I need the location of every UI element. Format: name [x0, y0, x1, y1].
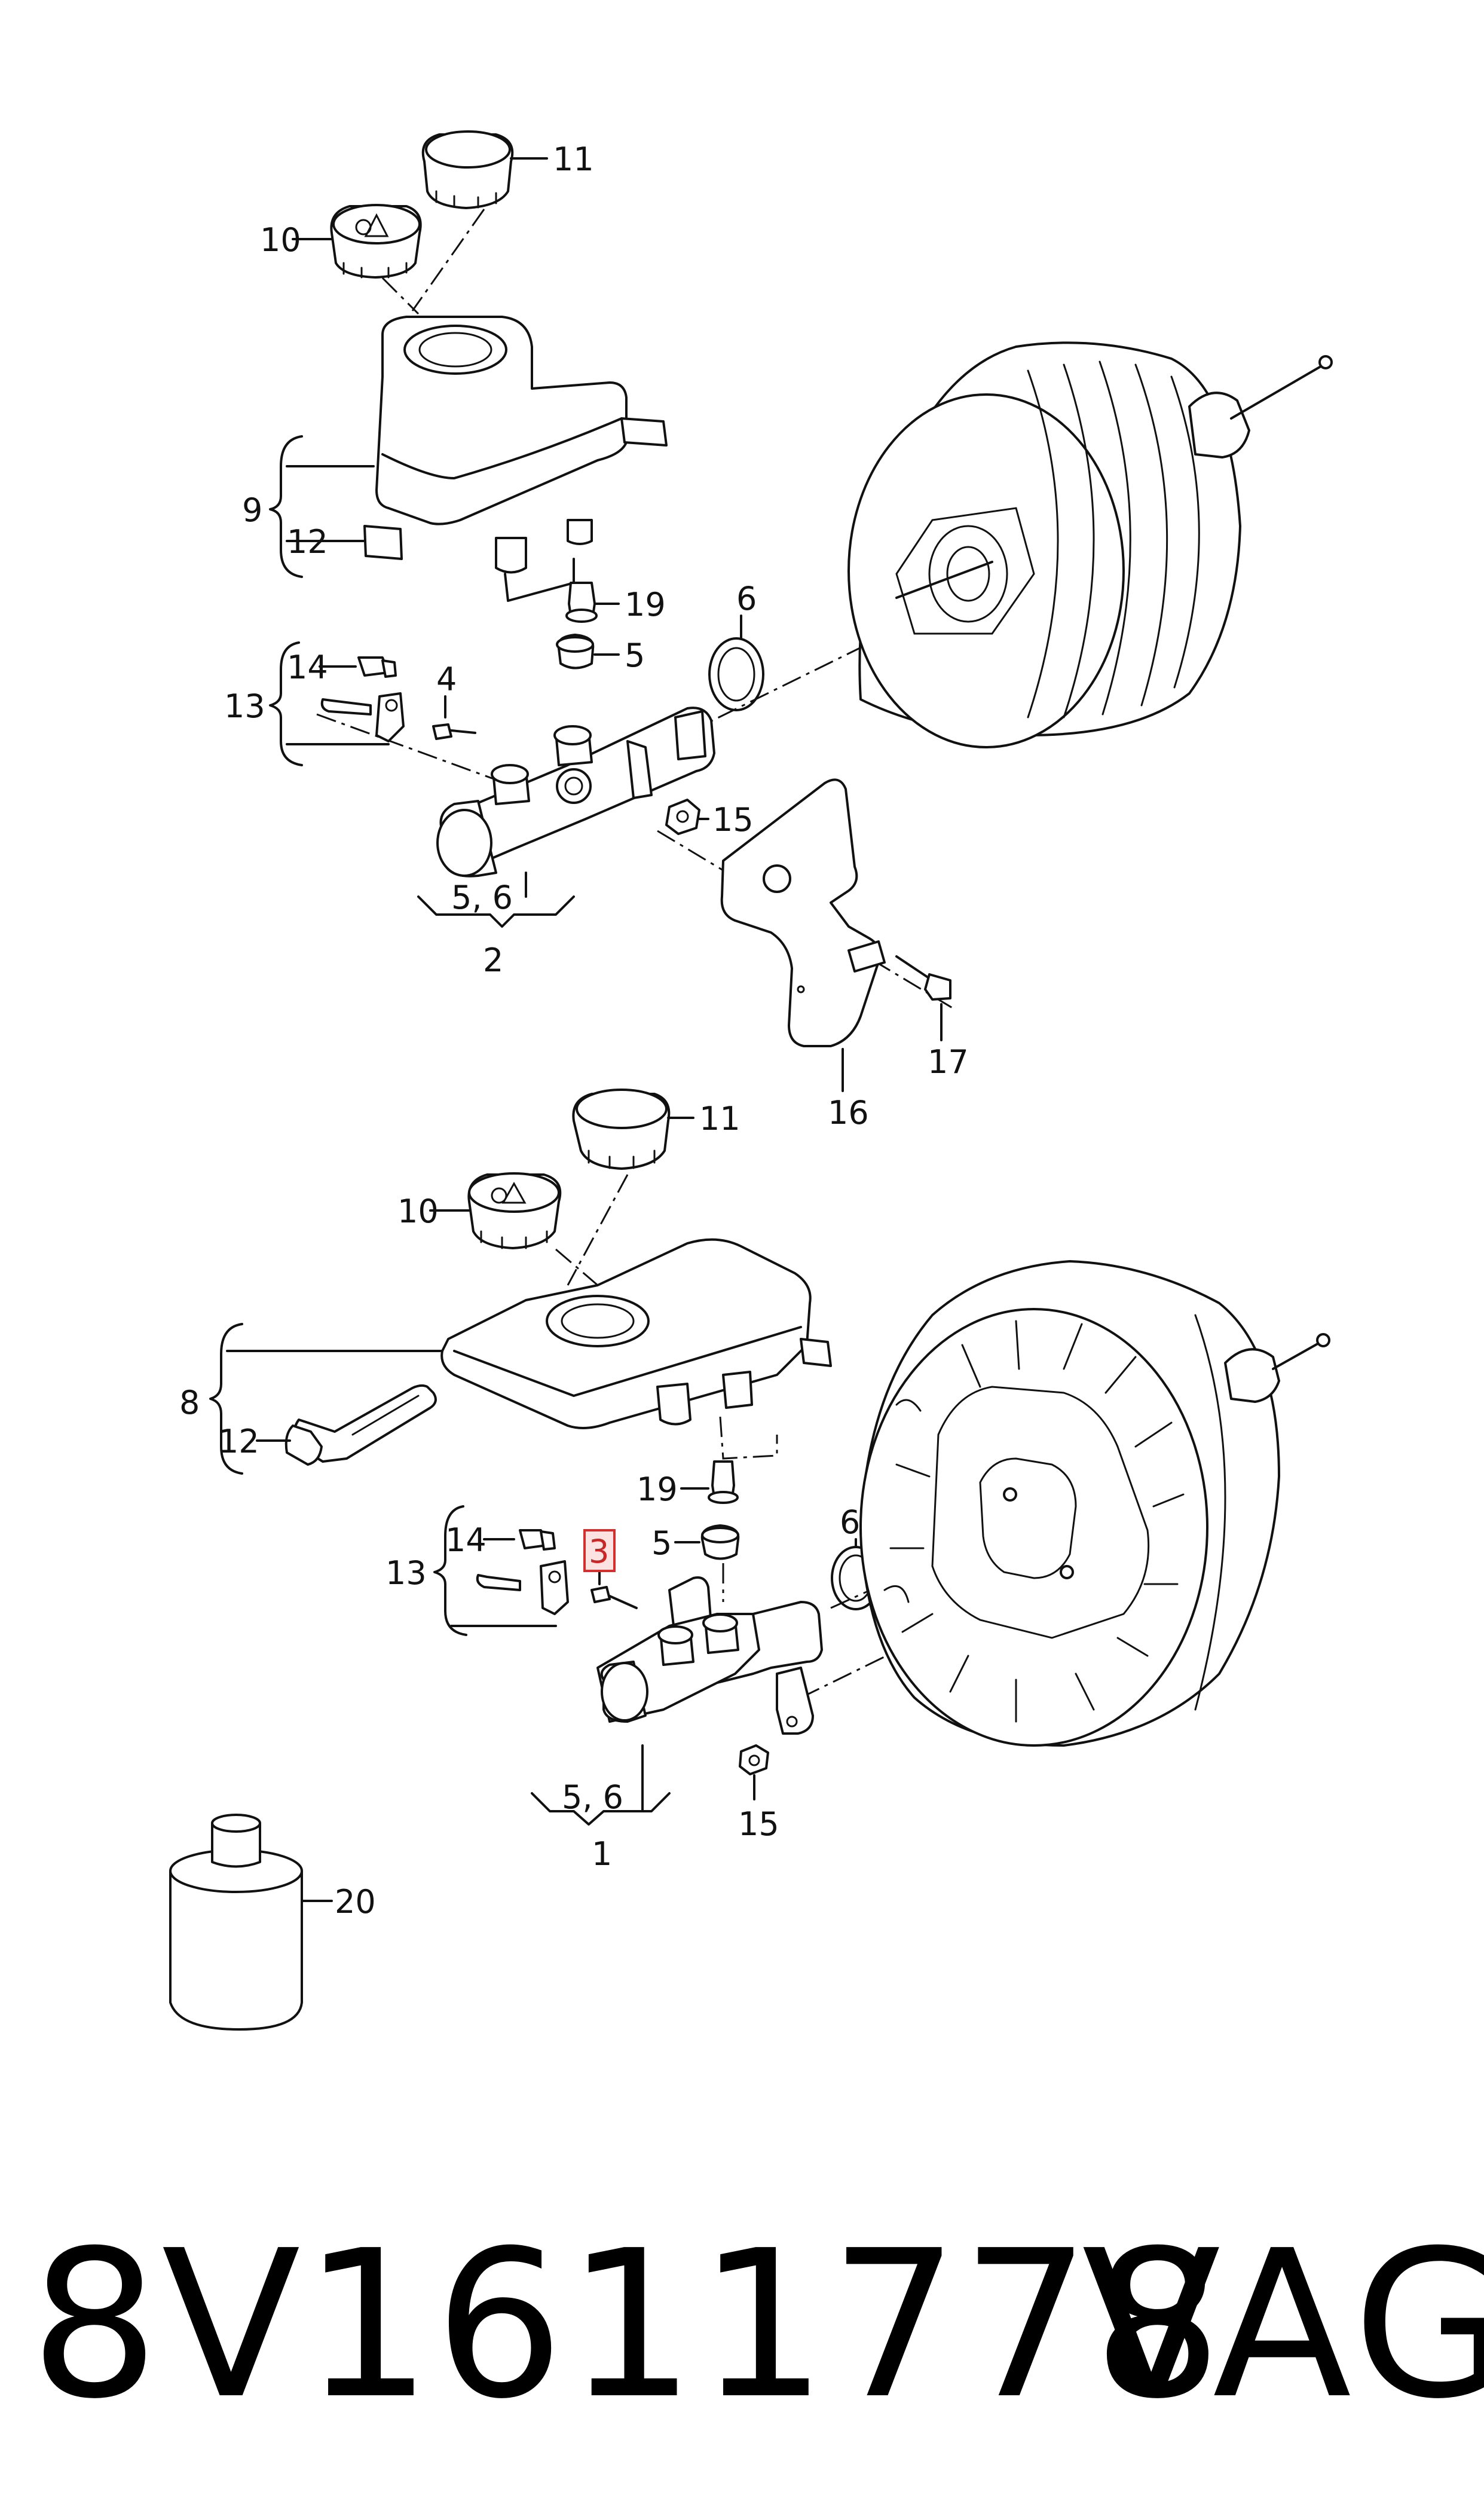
- sensor-14-top: [357, 656, 397, 678]
- label-13-bottom: 13: [385, 1554, 427, 1592]
- label-5-top: 5: [625, 637, 645, 674]
- brake-booster-top: [847, 341, 1333, 748]
- reservoir-cap-10-bottom: [467, 1172, 562, 1249]
- highlighted-callout-3: 3: [583, 1529, 616, 1572]
- reservoir-cap-11-bottom: [572, 1089, 671, 1170]
- connector-12-bottom: [284, 1384, 437, 1466]
- reservoir-cap-11-top: [421, 130, 514, 209]
- label-10-top: 10: [260, 221, 301, 259]
- seal-5-top: [556, 634, 595, 669]
- master-cylinder-2-top: [436, 707, 715, 878]
- sensor-14-bottom: [519, 1529, 556, 1551]
- parts-diagram: 11 10 9 12 19 5 6 14 13 4 15 5, 6 2 17 1…: [169, 130, 1333, 2031]
- label-15-bottom: 15: [738, 1805, 779, 1843]
- master-cylinder-1-bottom: [596, 1576, 823, 1735]
- label-5-6-top: 5, 6: [451, 879, 513, 916]
- bolt-bracket-13-bottom: [476, 1560, 569, 1615]
- screw-4: [432, 723, 476, 740]
- mounting-bracket-16: [720, 778, 886, 1047]
- label-10-bottom: 10: [397, 1193, 439, 1230]
- label-16: 16: [828, 1094, 869, 1132]
- label-5-6-bottom: 5, 6: [562, 1778, 623, 1816]
- label-11-bottom: 11: [699, 1100, 741, 1138]
- fitting-19-top: [565, 582, 598, 623]
- seal-5-bottom: [700, 1524, 740, 1560]
- label-6-top: 6: [736, 580, 757, 617]
- label-12-top: 12: [287, 523, 328, 561]
- part-number: 8V1611778: [30, 2207, 1225, 2444]
- fitting-19-bottom: [708, 1460, 739, 1504]
- bolt-17: [895, 955, 951, 1001]
- brake-booster-bottom: [859, 1260, 1330, 1747]
- nut-15-bottom: [739, 1744, 769, 1775]
- label-8: 8: [179, 1384, 200, 1421]
- label-9: 9: [242, 491, 262, 529]
- bolt-bracket-13-top: [320, 692, 405, 742]
- label-12-bottom: 12: [218, 1423, 259, 1460]
- brake-fluid-reservoir-9-top: [363, 316, 668, 574]
- label-19-top: 19: [625, 586, 666, 623]
- label-11-top: 11: [553, 140, 594, 178]
- label-6-bottom: 6: [840, 1503, 860, 1541]
- label-13-top: 13: [224, 687, 265, 725]
- label-2: 2: [483, 941, 503, 979]
- label-14-bottom: 14: [445, 1521, 486, 1559]
- label-1: 1: [592, 1835, 612, 1873]
- label-4: 4: [436, 661, 457, 698]
- o-ring-6-top: [708, 637, 764, 711]
- label-19-bottom: 19: [637, 1471, 678, 1508]
- nut-15-top: [665, 799, 700, 835]
- label-15-top: 15: [712, 801, 754, 839]
- brake-fluid-reservoir-8-bottom: [440, 1238, 832, 1429]
- label-3: 3: [589, 1533, 609, 1570]
- brand-name: VAG: [1082, 2207, 1484, 2444]
- label-17: 17: [928, 1043, 969, 1081]
- reservoir-cap-10-top: [330, 204, 422, 279]
- screw-3: [590, 1586, 638, 1609]
- label-5-bottom: 5: [651, 1524, 672, 1562]
- label-14-top: 14: [287, 649, 328, 686]
- label-20: 20: [335, 1883, 376, 1921]
- container-20: [169, 1814, 303, 2031]
- footer: 8V1611778 VAG: [0, 2188, 1484, 2463]
